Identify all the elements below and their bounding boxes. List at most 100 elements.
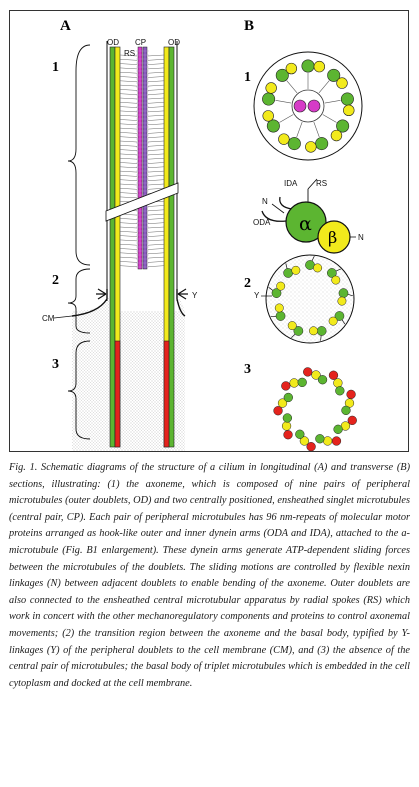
b2-b-tubule — [276, 281, 286, 291]
spoke-left — [119, 80, 138, 83]
b3-tubule — [315, 434, 325, 444]
spoke-left — [119, 93, 138, 95]
b3-tubule — [283, 430, 293, 440]
b1-b-tubule — [265, 82, 277, 94]
label-od-left: OD — [107, 38, 119, 47]
spoke-left — [119, 110, 138, 113]
label-y-b: Y — [254, 291, 260, 300]
spoke-left — [119, 119, 138, 121]
spoke-right — [147, 170, 165, 173]
spoke-left — [119, 175, 138, 177]
spoke-left — [119, 192, 138, 194]
figure-caption: Fig. 1. Schematic diagrams of the struct… — [9, 462, 410, 689]
b2-outer-doublets — [268, 256, 353, 341]
beta-microtubule — [317, 220, 351, 254]
alpha-microtubule — [285, 201, 327, 243]
spoke-left — [119, 153, 138, 156]
b2-a-tubule — [283, 268, 293, 278]
b2-a-tubule — [334, 311, 345, 321]
radial-spokes — [119, 54, 165, 267]
label-alpha: α — [299, 213, 312, 235]
spoke-left — [119, 265, 138, 267]
b3-tubule — [306, 442, 316, 451]
b1-b-tubule — [343, 104, 355, 117]
b3-tubule — [341, 405, 351, 416]
b3-tubule — [281, 381, 291, 391]
b1-a-tubule — [301, 59, 315, 73]
b1-outer-doublets — [262, 59, 355, 153]
spoke-right — [147, 222, 165, 224]
b3-tubule — [295, 429, 305, 439]
spoke-left — [119, 84, 138, 87]
spoke-left — [119, 218, 138, 220]
spoke-right — [147, 248, 165, 250]
b1-spoke — [296, 121, 303, 138]
b3-tubule — [333, 378, 343, 388]
b3-tubule — [317, 375, 328, 385]
spoke-left — [119, 170, 138, 173]
panel-a-section-3: 3 — [52, 357, 59, 372]
label-ida: IDA — [284, 179, 298, 188]
spoke-left — [119, 261, 138, 263]
spoke-left — [119, 67, 138, 70]
spoke-right — [147, 84, 165, 87]
spoke-left — [119, 239, 138, 242]
b3-tubule — [347, 415, 357, 426]
spoke-left — [119, 166, 138, 169]
b3-tubule — [283, 392, 293, 403]
spoke-right — [147, 261, 165, 263]
label-beta: β — [328, 228, 337, 247]
b1-cp-left — [293, 99, 307, 113]
spoke-right — [147, 235, 165, 237]
b2-a-tubule — [271, 288, 282, 298]
spoke-left — [119, 248, 138, 250]
b3-tubule — [328, 370, 339, 380]
spoke-left — [119, 188, 138, 190]
b2-b-tubule — [337, 296, 347, 306]
cilium-diagram: A OD RS CP OD CM Y 1 2 3 B 1 — [42, 18, 364, 451]
label-cp: CP — [135, 38, 146, 47]
bracket-section-2 — [67, 268, 91, 334]
spoke-left — [119, 235, 138, 237]
spoke-right — [147, 231, 165, 233]
spoke-left — [119, 97, 138, 100]
b3-tubule — [277, 398, 288, 408]
spoke-left — [119, 149, 138, 151]
spoke-left — [119, 106, 138, 108]
spoke-left — [119, 226, 138, 229]
spoke-right — [147, 243, 165, 246]
b3-tubule — [289, 378, 299, 388]
b3-tubule — [346, 389, 356, 400]
label-cm: CM — [42, 314, 55, 323]
spoke-right — [147, 93, 165, 95]
b1-radial-spokes — [275, 73, 341, 138]
spoke-right — [147, 209, 165, 212]
spoke-left — [119, 76, 138, 78]
spoke-right — [147, 106, 165, 108]
spoke-left — [119, 196, 138, 199]
b3-tubule — [333, 424, 343, 434]
b3-tubule — [282, 413, 293, 423]
spoke-left — [119, 231, 138, 233]
section-break — [105, 182, 179, 222]
spoke-right — [147, 153, 165, 156]
spoke-right — [147, 166, 165, 169]
central-pair — [137, 46, 148, 270]
spoke-right — [147, 80, 165, 83]
spoke-left — [119, 222, 138, 224]
b3-tubule — [331, 436, 342, 446]
panel-b-section-1: 1 — [244, 70, 251, 85]
label-rs: RS — [124, 49, 135, 58]
b1-spoke — [275, 99, 292, 104]
panel-b-section-3: 3 — [244, 362, 251, 377]
spoke-right — [147, 63, 165, 65]
label-n-right: N — [358, 233, 364, 242]
b3-tubule — [273, 406, 283, 416]
spoke-left — [119, 136, 138, 138]
spoke-left — [119, 183, 138, 186]
spoke-left — [119, 54, 138, 57]
spoke-right — [147, 252, 165, 255]
b2-b-tubule — [287, 321, 297, 331]
spoke-right — [147, 102, 165, 104]
b2-b-tubule — [328, 316, 338, 326]
